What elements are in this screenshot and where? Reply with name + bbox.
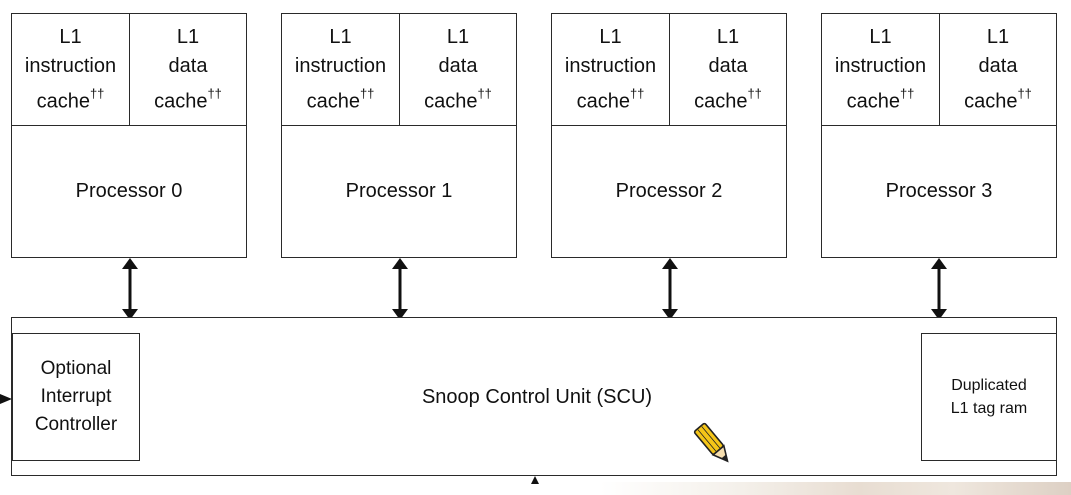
- processor-2-scu-arrow-icon: [662, 258, 678, 320]
- duplicated-tag-ram-block: Duplicated L1 tag ram: [921, 333, 1057, 461]
- processor-2-block: L1 instruction cache†† L1 data cache†† P…: [551, 13, 787, 258]
- processor-1-block: L1 instruction cache†† L1 data cache†† P…: [281, 13, 517, 258]
- background-photo-edge: [600, 482, 1071, 495]
- scu-label: Snoop Control Unit (SCU): [421, 386, 653, 408]
- processor-1-l1-instruction-cache: L1 instruction cache††: [282, 14, 400, 125]
- processor-2-label: Processor 2: [615, 179, 723, 202]
- processor-0-cache-row: L1 instruction cache†† L1 data cache††: [12, 14, 246, 126]
- processor-3-label: Processor 3: [885, 179, 993, 202]
- scu-bottom-arrow-icon: [531, 476, 539, 484]
- interrupt-input-arrow-icon: [0, 394, 12, 404]
- pencil-cursor-icon: [693, 422, 729, 463]
- snoop-control-unit-block: Optional Interrupt Controller Snoop Cont…: [11, 317, 1057, 476]
- processor-0-block: L1 instruction cache†† L1 data cache†† P…: [11, 13, 247, 258]
- processor-0-label: Processor 0: [75, 179, 183, 202]
- processor-0-l1-instruction-cache: L1 instruction cache††: [12, 14, 130, 125]
- processor-1-label: Processor 1: [345, 179, 453, 202]
- processor-2-l1-instruction-cache: L1 instruction cache††: [552, 14, 670, 125]
- interrupt-controller-block: Optional Interrupt Controller: [12, 333, 140, 461]
- processor-3-block: L1 instruction cache†† L1 data cache†† P…: [821, 13, 1057, 258]
- processor-1-cache-row: L1 instruction cache†† L1 data cache††: [282, 14, 516, 126]
- processor-1-l1-data-cache: L1 data cache††: [424, 25, 492, 113]
- processor-3-cache-row: L1 instruction cache†† L1 data cache††: [822, 14, 1056, 126]
- processor-3-l1-instruction-cache: L1 instruction cache††: [822, 14, 940, 125]
- processor-2-cache-row: L1 instruction cache†† L1 data cache††: [552, 14, 786, 126]
- processor-1-scu-arrow-icon: [392, 258, 408, 320]
- processor-3-l1-data-cache: L1 data cache††: [964, 25, 1032, 113]
- processor-0-scu-arrow-icon: [122, 258, 138, 320]
- processor-2-l1-data-cache: L1 data cache††: [694, 25, 762, 113]
- processor-3-scu-arrow-icon: [931, 258, 947, 320]
- processor-0-l1-data-cache: L1 data cache††: [154, 25, 222, 113]
